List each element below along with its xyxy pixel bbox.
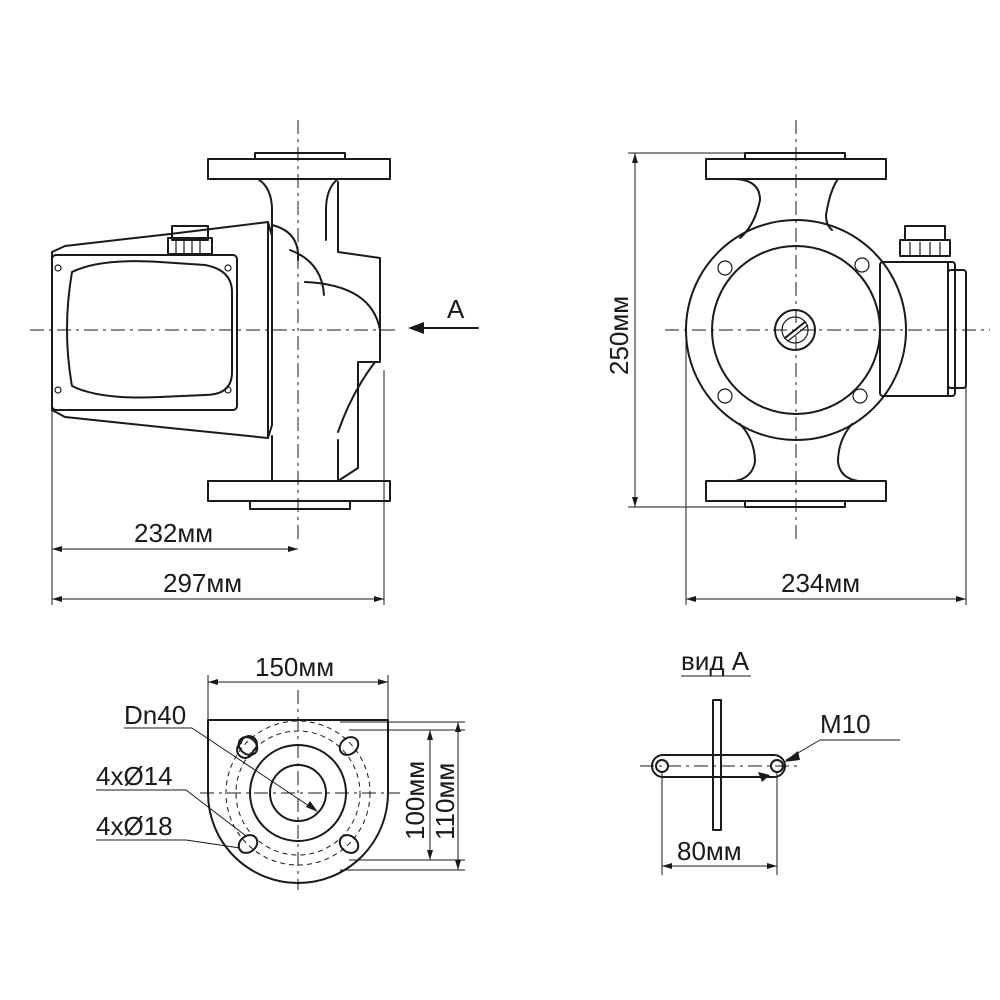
motor-housing [51, 221, 273, 439]
flange-bore [269, 764, 327, 822]
inlet-curve [271, 224, 300, 261]
front-bottom-seal [744, 500, 846, 508]
flange-outline [207, 719, 389, 884]
view-a: вид А M10 80мм [640, 646, 900, 875]
arrow-head-icon [427, 730, 433, 740]
vent-screw-outer [774, 309, 816, 351]
dim-bolt-circle-label: 100мм [400, 761, 430, 840]
volute-bolt-icon [717, 260, 733, 276]
bolt-circle-outer [225, 720, 371, 866]
terminal-box-lid [947, 269, 967, 389]
arrow-head-icon [378, 679, 388, 685]
motor-assembly [51, 221, 273, 439]
dim-axis-length-label: 232мм [134, 518, 213, 548]
arrow-head-icon [455, 860, 461, 870]
slot-hole-icon [338, 834, 360, 854]
front-bottom-neck [734, 423, 859, 482]
flange-holes [236, 735, 360, 854]
cover-screw-icon [224, 386, 232, 394]
bottom-flange-seal [249, 500, 351, 510]
top-flange [207, 152, 391, 241]
bottom-flange-plate [207, 480, 391, 502]
view-a-title: вид А [681, 646, 750, 676]
arrow-head-icon [288, 546, 298, 552]
bottom-neck [271, 435, 339, 482]
vent-screw-inner [781, 316, 809, 344]
dim-total-length-label: 297мм [163, 568, 242, 598]
volute-bolt-icon [717, 388, 733, 404]
motor-nameplate [66, 260, 233, 399]
front-cable-gland-body [904, 225, 946, 241]
cover-screw-icon [54, 264, 62, 272]
view-a-arrow: A [408, 294, 479, 334]
dim-flange-width-label: 150мм [255, 652, 334, 682]
dim-width-label: 234мм [781, 568, 860, 598]
arrow-head-icon [758, 772, 770, 782]
dim-hole-distance-label: 80мм [677, 836, 742, 866]
bolt-circle-inner [235, 730, 361, 856]
flange-outer-bore [249, 744, 347, 842]
pump-housing [337, 181, 381, 482]
large-holes-label: 4xØ18 [96, 811, 173, 841]
arrow-head-icon [686, 596, 696, 602]
front-cable-gland-nut [899, 239, 951, 257]
view-arrow-head-icon [408, 322, 424, 334]
vent-screw-slot [787, 324, 809, 342]
slot-hole-icon [237, 736, 259, 756]
front-top-seal [744, 152, 846, 160]
top-flange-seal [254, 152, 346, 160]
arrow-head-icon [632, 497, 638, 507]
cable-gland-body [171, 225, 209, 241]
top-neck [257, 178, 339, 241]
arrow-head-icon [767, 863, 777, 869]
view-arrow-label: A [447, 294, 465, 324]
bottom-flange [207, 435, 391, 510]
arrow-head-icon [662, 863, 672, 869]
nominal-diameter-label: Dn40 [124, 700, 186, 730]
small-holes-leader [185, 789, 247, 837]
large-holes-leader [185, 839, 241, 849]
arrow-head-icon [52, 546, 62, 552]
arrow-head-icon [306, 801, 318, 812]
arrow-head-icon [455, 722, 461, 732]
top-flange-plate [207, 158, 391, 180]
arrow-head-icon [427, 850, 433, 860]
dim-bolt-circle-outer-label: 110мм [430, 763, 460, 840]
vent-screw-slot [784, 321, 806, 339]
slot-hole-icon [338, 736, 360, 756]
front-top-neck [734, 178, 839, 239]
side-view: A 232мм 297мм [30, 120, 479, 605]
volute-bolt-icon [854, 257, 870, 273]
dn-leader [191, 727, 316, 811]
flange-view: 150мм Dn40 4xØ14 4xØ18 100мм 110мм [96, 652, 465, 890]
arrow-head-icon [784, 751, 800, 762]
arrow-head-icon [956, 596, 966, 602]
front-view: 250мм 234мм [604, 120, 990, 605]
dim-height-label: 250мм [604, 296, 634, 375]
volute-bolt-icon [852, 388, 868, 404]
arrow-head-icon [208, 679, 218, 685]
arrow-head-icon [632, 153, 638, 163]
thread-label: M10 [820, 709, 871, 739]
side-view-dimensions: 232мм 297мм [51, 370, 385, 605]
cover-screw-icon [224, 264, 232, 272]
arrow-head-icon [374, 596, 384, 602]
arrow-head-icon [52, 596, 62, 602]
cable-gland-nut [167, 237, 213, 255]
terminal-box-cover [51, 254, 238, 411]
front-terminal-box [879, 261, 956, 397]
bracket-vertical [712, 699, 722, 831]
slot-hole-icon [237, 834, 259, 854]
small-holes-label: 4xØ14 [96, 761, 173, 791]
volute-curves [289, 249, 381, 433]
cover-screw-icon [54, 386, 62, 394]
